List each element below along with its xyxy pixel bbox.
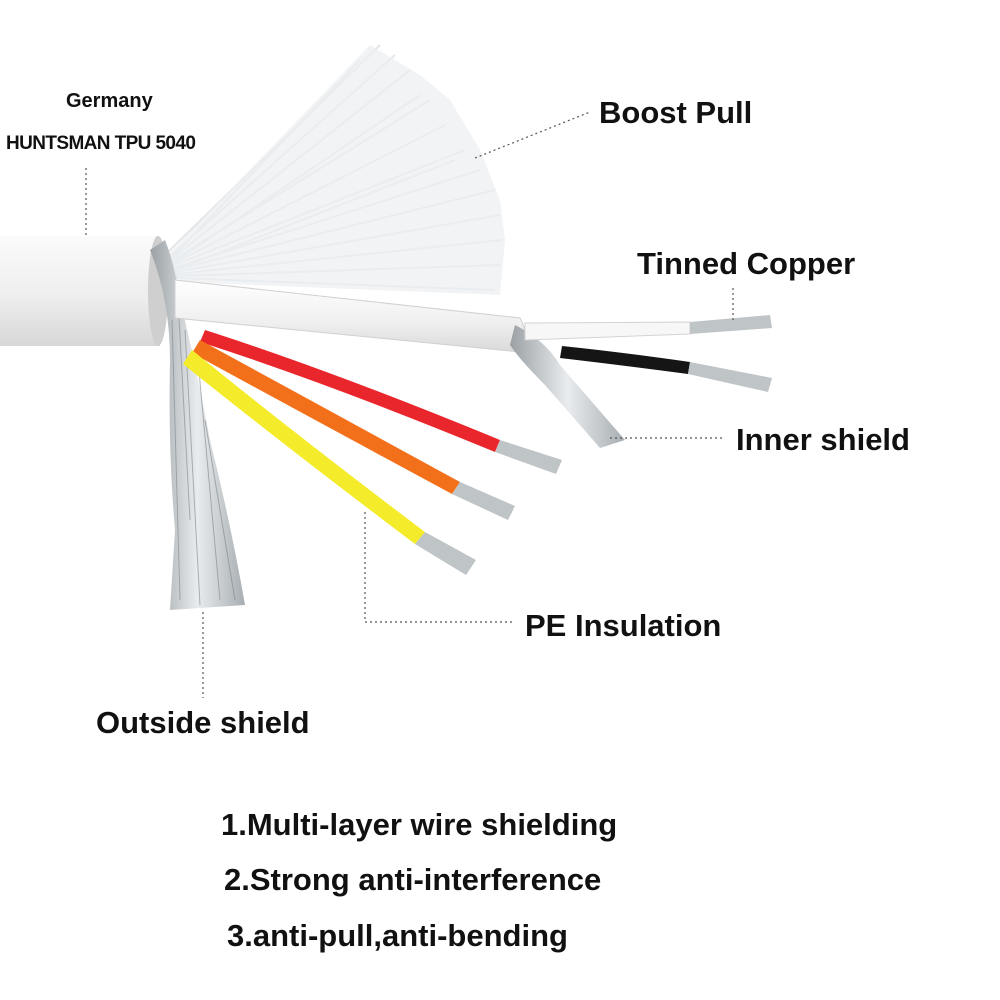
black-core-wire	[560, 346, 772, 392]
red-wire	[200, 330, 562, 474]
orange-wire	[192, 340, 515, 520]
feature-item: 2.Strong anti-interference	[224, 862, 602, 897]
boost-pull-label: Boost Pull	[599, 95, 753, 130]
feature-item: 1.Multi-layer wire shielding	[221, 807, 618, 842]
pe-insulation-label: PE Insulation	[525, 608, 722, 643]
tinned-copper-label: Tinned Copper	[637, 246, 856, 281]
boost-pull-fiber-fan	[165, 45, 505, 295]
pe-insulation-leader	[364, 512, 515, 623]
origin-label: Germany	[66, 90, 153, 112]
outside-shield-label: Outside shield	[96, 705, 310, 740]
outer-jacket	[0, 236, 168, 346]
inner-shield-label: Inner shield	[736, 422, 910, 457]
feature-item: 3.anti-pull,anti-bending	[227, 918, 568, 953]
inner-shield-braid	[510, 325, 625, 448]
leader-lines	[85, 111, 734, 698]
white-core-wire	[524, 315, 772, 341]
boost-pull-leader	[474, 111, 591, 159]
outside-shield-braid	[150, 240, 245, 610]
yellow-wire	[183, 350, 476, 575]
material-label: HUNTSMAN TPU 5040	[6, 133, 196, 154]
